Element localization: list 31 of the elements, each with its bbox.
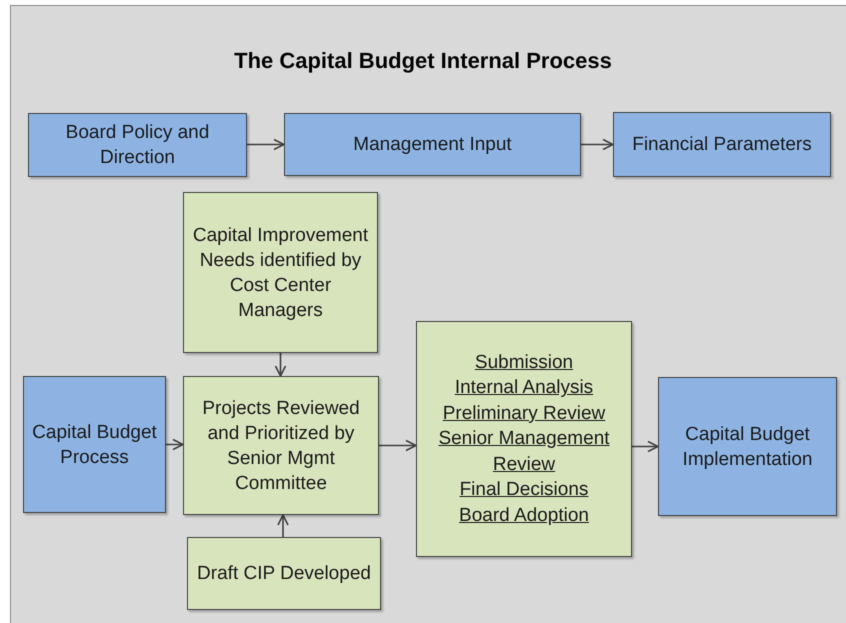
box-label: Capital Improvement Needs identified by Cost Center Managers bbox=[192, 224, 369, 322]
arrow bbox=[277, 514, 289, 537]
process-box bbox=[183, 192, 378, 353]
box-label: Board Policy and Direction bbox=[64, 121, 210, 170]
step-text: Submission bbox=[474, 350, 574, 375]
step-text: Preliminary Review bbox=[442, 402, 606, 426]
box-label: Capital Budget Implementation bbox=[682, 422, 814, 472]
step-text: Final Decisions bbox=[460, 478, 588, 502]
process-box bbox=[183, 376, 379, 515]
box-label: Financial Parameters bbox=[632, 133, 812, 157]
process-box bbox=[658, 377, 837, 516]
box-label: Projects Reviewed and Prioritized by Senior Mgmt Committee bbox=[201, 396, 361, 496]
arrow bbox=[632, 440, 659, 452]
process-box bbox=[284, 113, 581, 176]
arrow bbox=[274, 353, 286, 377]
process-box bbox=[28, 113, 247, 177]
box-label: Draft CIP Developed bbox=[197, 562, 371, 586]
diagram-title: The Capital Budget Internal Process bbox=[233, 48, 613, 74]
box-label: Capital Budget Process bbox=[32, 420, 157, 470]
arrow bbox=[581, 138, 614, 150]
arrow bbox=[379, 440, 417, 452]
step-text: Internal Analysis bbox=[454, 376, 594, 400]
process-box bbox=[613, 112, 831, 177]
box-label: Management Input bbox=[353, 133, 512, 157]
step-text: Senior Management Review bbox=[437, 427, 611, 477]
arrow bbox=[166, 438, 184, 450]
arrow bbox=[247, 138, 285, 150]
step-text: Board Adoption bbox=[459, 504, 589, 528]
process-box bbox=[23, 376, 166, 513]
steps-box bbox=[416, 321, 632, 557]
process-box bbox=[187, 537, 381, 610]
